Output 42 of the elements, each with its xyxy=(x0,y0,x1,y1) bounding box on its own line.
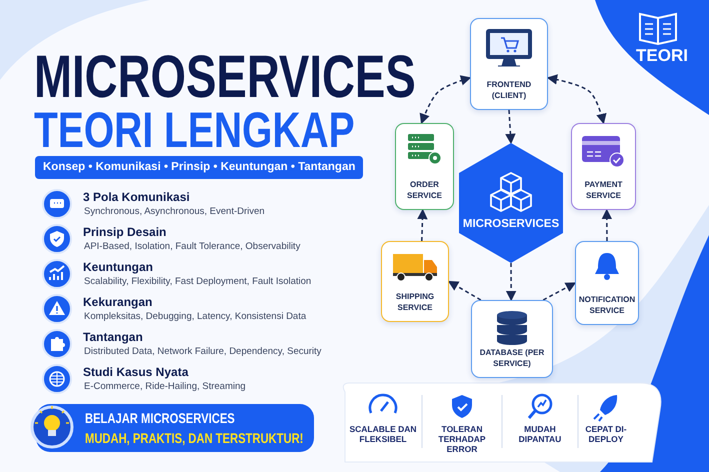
item-heading: Prinsip Desain xyxy=(83,226,166,240)
item-heading: 3 Pola Komunikasi xyxy=(83,191,190,205)
arrow xyxy=(546,74,606,124)
feature-label: SCALABLE DAN FLEKSIBEL xyxy=(348,425,418,445)
hexagon-node xyxy=(459,143,563,263)
service-card xyxy=(571,123,636,210)
arrow xyxy=(420,75,472,124)
item-heading: Keuntungan xyxy=(83,261,153,275)
feature-label: TOLERAN TERHADAP ERROR xyxy=(437,425,487,454)
item-description: Synchronous, Asynchronous, Event-Driven xyxy=(84,207,265,218)
service-card xyxy=(381,241,449,322)
node-label: DATABASE (PER SERVICE) xyxy=(478,347,546,369)
arrow xyxy=(542,282,576,301)
feature-label: CEPAT DI-DEPLOY xyxy=(584,425,628,445)
arrow xyxy=(448,280,482,301)
service-card xyxy=(395,123,454,210)
banner-tagline: MUDAH, PRAKTIS, DAN TERSTRUKTUR! xyxy=(85,430,304,446)
node-label: NOTIFICATION SERVICE xyxy=(578,294,636,316)
item-heading: Studi Kasus Nyata xyxy=(83,366,188,380)
node-label: ORDER SERVICE xyxy=(406,179,443,201)
item-heading: Kekurangan xyxy=(83,296,152,310)
service-card xyxy=(471,300,553,378)
node-label: FRONTEND (CLIENT) xyxy=(486,79,532,101)
item-description: Kompleksitas, Debugging, Latency, Konsistensi Data xyxy=(84,312,306,323)
item-description: API-Based, Isolation, Fault Tolerance, Observability xyxy=(84,242,300,253)
item-description: E-Commerce, Ride-Hailing, Streaming xyxy=(84,382,246,393)
node-label: PAYMENT SERVICE xyxy=(584,179,624,201)
feature-label: MUDAH DIPANTAU xyxy=(518,425,562,445)
service-card xyxy=(470,18,548,110)
corner-title: TEORI xyxy=(636,46,688,66)
item-description: Distributed Data, Network Failure, Dependency, Security xyxy=(84,347,322,358)
item-description: Scalability, Flexibility, Fast Deployment, Fault Isolation xyxy=(84,277,312,288)
banner-heading: BELAJAR MICROSERVICES xyxy=(85,410,235,426)
service-card xyxy=(575,241,639,325)
topic-banner: Konsep • Komunikasi • Prinsip • Keuntungan • Tantangan xyxy=(35,156,364,180)
arrow xyxy=(417,208,428,242)
node-label: MICROSERVICES xyxy=(462,217,560,232)
node-label: SHIPPING SERVICE xyxy=(394,291,436,313)
arrow xyxy=(506,263,516,302)
arrow xyxy=(602,208,612,241)
arrow xyxy=(505,110,516,144)
item-heading: Tantangan xyxy=(83,331,143,345)
